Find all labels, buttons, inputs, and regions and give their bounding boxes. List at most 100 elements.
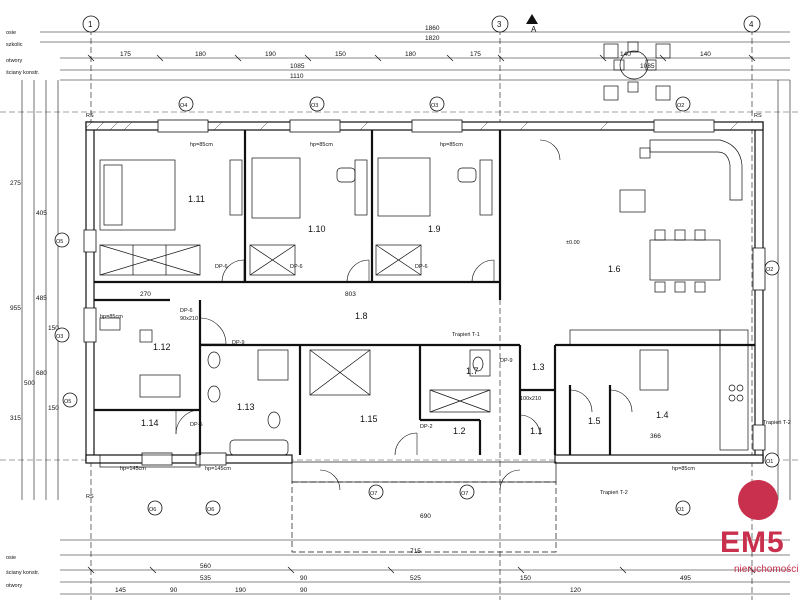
- dim-bottom-a: 560: [200, 563, 211, 570]
- grid-label-3: 3: [497, 20, 502, 29]
- dim-top-7: 140: [700, 51, 711, 58]
- dim-left-8: 150: [48, 405, 59, 412]
- window-note-5: hp=85cm: [672, 466, 695, 472]
- room-1-13: 1.13: [237, 402, 255, 412]
- window-tag-8: O6: [207, 507, 214, 513]
- window-tag-2: O3: [431, 103, 438, 109]
- dim-inner-2: 366: [650, 433, 661, 440]
- window-note-4: hp=145cm: [205, 466, 231, 472]
- left-label-outline: szkolic: [6, 42, 23, 48]
- dim-left-5: 500: [24, 380, 35, 387]
- left-label-walls-bottom: ściany konstr.: [6, 570, 40, 576]
- level-mark: ±0.00: [566, 240, 580, 246]
- grid-axis-left-o3: [54, 327, 70, 343]
- dim-left-1: 405: [36, 210, 47, 217]
- rs-mark-1: RS: [86, 494, 94, 500]
- dim-bottom-1: 90: [170, 587, 178, 594]
- window-note-6: hp=85cm: [100, 314, 123, 320]
- dim-total: 1860: [425, 25, 440, 32]
- grid-label-o3: O3: [56, 334, 63, 340]
- dim-top-4: 180: [405, 51, 416, 58]
- window-tag-4: O5: [64, 399, 71, 405]
- dim-left-6: 680: [36, 370, 47, 377]
- window-note-2: hp=85cm: [440, 142, 463, 148]
- room-1-1: 1.1: [530, 426, 543, 436]
- room-1-8: 1.8: [355, 311, 368, 321]
- em5-logo: EM5 nieruchomości: [716, 480, 800, 590]
- room-1-2: 1.2: [453, 426, 466, 436]
- dim-main: 1110: [290, 73, 304, 80]
- window-tag-1: O3: [311, 103, 318, 109]
- dim-bottom-small-2: 150: [520, 575, 531, 582]
- grid-axis-right-o2: [764, 260, 780, 276]
- stair-label-t2-right: Trapień T-2: [763, 420, 791, 426]
- window-tag-3: O2: [677, 103, 684, 109]
- grid-label-o5: O5: [56, 239, 63, 245]
- room-1-6: 1.6: [608, 264, 621, 274]
- window-tag-9: O1: [677, 507, 684, 513]
- rs-mark-0: RS: [86, 113, 94, 119]
- dim-bottom-6: 495: [680, 575, 691, 582]
- dim-bottom-3: 90: [300, 587, 308, 594]
- grid-axis-top-4: [743, 15, 761, 33]
- dim-top-1: 180: [195, 51, 206, 58]
- door-code-7: DP-2: [420, 424, 433, 430]
- room-1-11: 1.11: [188, 194, 205, 204]
- dim-bottom-total: 715: [410, 548, 421, 555]
- grid-label-o2: O2: [766, 267, 773, 273]
- dim-inner: 1820: [425, 35, 440, 42]
- room-1-4: 1.4: [656, 410, 669, 420]
- house-logo-icon: [738, 480, 778, 520]
- dim-top-0: 175: [120, 51, 131, 58]
- dim-top-6: 140: [620, 51, 631, 58]
- window-note-3: hp=145cm: [120, 466, 146, 472]
- left-label-openings: otwory: [6, 58, 22, 64]
- door-size-0: 90x210: [180, 316, 198, 322]
- dim-bottom-2: 190: [235, 587, 246, 594]
- dim-top-5: 175: [470, 51, 481, 58]
- door-size-1: 100x210: [520, 396, 541, 402]
- dim-top-2: 190: [265, 51, 276, 58]
- grid-axis-top-1: [82, 15, 100, 33]
- window-note-0: hp=85cm: [190, 142, 213, 148]
- dim-bottom-0: 145: [115, 587, 126, 594]
- dim-bottom-small-0: 535: [200, 575, 211, 582]
- grid-label-o1: O1: [766, 459, 773, 465]
- room-1-14: 1.14: [141, 418, 159, 428]
- door-code-4: DP-9: [232, 340, 245, 346]
- dim-bottom-small-1: 90: [300, 575, 308, 582]
- door-code-0: DP-6: [180, 308, 193, 314]
- grid-axis-right-o1: [764, 452, 780, 468]
- room-1-15: 1.15: [360, 414, 378, 424]
- dim-bottom-5: 120: [570, 587, 581, 594]
- dim-sub: 1085: [290, 63, 305, 70]
- stair-label-t1: Trapień T-1: [452, 332, 480, 338]
- dim-bottom-4: 525: [410, 575, 421, 582]
- left-label-axes: osie: [6, 30, 16, 36]
- dim-bottom-b: 690: [420, 513, 431, 520]
- dim-inner-0: 270: [140, 291, 151, 298]
- rs-mark-2: RS: [754, 113, 762, 119]
- dim-left-4: 150: [48, 325, 59, 332]
- logo-brand: EM5: [720, 526, 785, 559]
- window-tag-0: O4: [180, 103, 187, 109]
- room-1-10: 1.10: [308, 224, 326, 234]
- window-tag-6: O7: [370, 491, 377, 497]
- room-1-12: 1.12: [153, 342, 171, 352]
- dim-left-2: 485: [36, 295, 47, 302]
- grid-axis-left-o5: [54, 232, 70, 248]
- room-1-7: 1.7: [466, 366, 479, 376]
- dim-left-3: 955: [10, 305, 21, 312]
- dim-top-3: 150: [335, 51, 346, 58]
- door-code-2: DP-6: [290, 264, 303, 270]
- left-label-walls: ściany konstr.: [6, 70, 40, 76]
- dim-left-0: 275: [10, 180, 21, 187]
- room-1-5: 1.5: [588, 416, 601, 426]
- room-1-9: 1.9: [428, 224, 441, 234]
- stair-label-t2: Trapień T-2: [600, 490, 628, 496]
- dim-right-block: 1085: [640, 63, 655, 70]
- door-code-6: DP-5: [190, 422, 203, 428]
- left-label-axes-bottom: osie: [6, 555, 16, 561]
- dim-left-7: 315: [10, 415, 21, 422]
- door-code-1: DP-6: [215, 264, 228, 270]
